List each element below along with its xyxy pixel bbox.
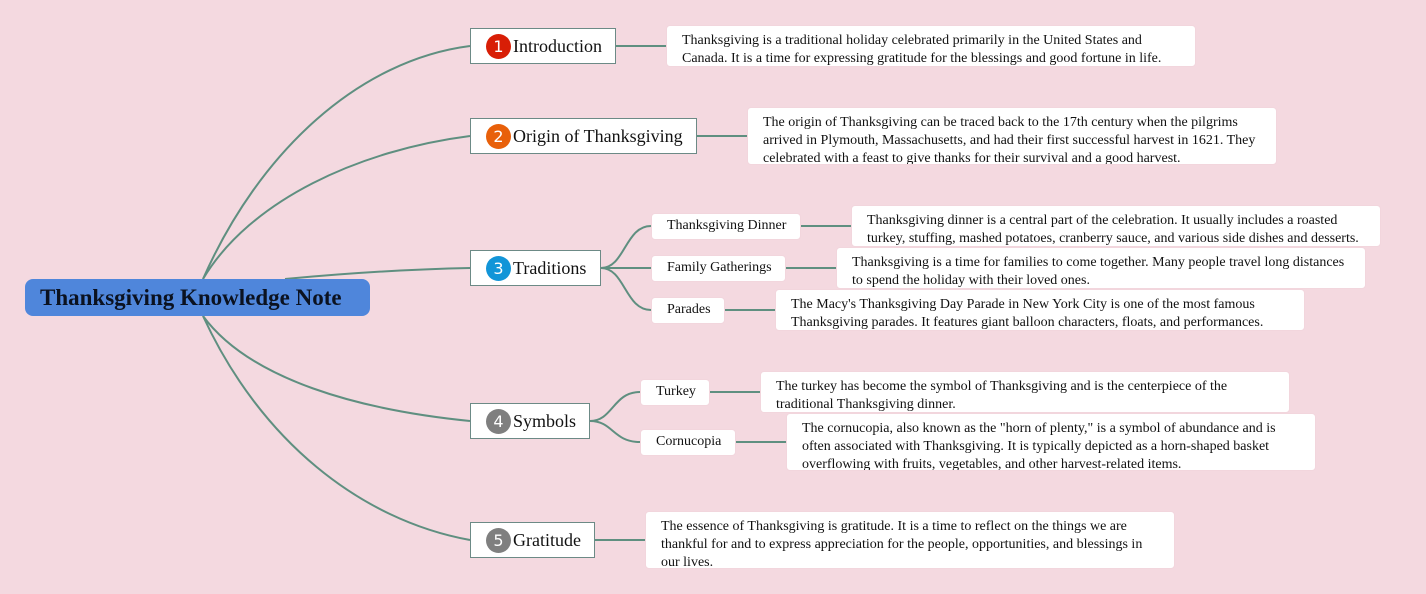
subtopic-family-gatherings[interactable]: Family Gatherings: [651, 255, 786, 282]
topic-introduction[interactable]: 1 Introduction: [470, 28, 616, 64]
note-text: Thanksgiving is a time for families to c…: [852, 255, 1345, 288]
link-symbols-turkey: [589, 391, 641, 422]
link-symbols-cornucopia: [589, 420, 641, 443]
note-text: The cornucopia, also known as the "horn …: [802, 421, 1276, 471]
note-introduction[interactable]: Thanksgiving is a traditional holiday ce…: [666, 25, 1196, 67]
note-text: Thanksgiving dinner is a central part of…: [867, 213, 1359, 246]
topic-label: Symbols: [513, 410, 577, 431]
topic-symbols[interactable]: 4 Symbols: [470, 403, 590, 439]
note-parades[interactable]: The Macy's Thanksgiving Day Parade in Ne…: [775, 289, 1305, 331]
link-root-symbols: [202, 315, 471, 422]
root-topic[interactable]: Thanksgiving Knowledge Note: [25, 279, 370, 316]
note-text: Thanksgiving is a traditional holiday ce…: [682, 33, 1162, 66]
number-4-icon: 4: [486, 408, 511, 434]
note-turkey[interactable]: The turkey has become the symbol of Than…: [760, 371, 1290, 413]
note-thanksgiving-dinner[interactable]: Thanksgiving dinner is a central part of…: [851, 205, 1381, 247]
subtopic-parades[interactable]: Parades: [651, 297, 725, 324]
number-5-icon: 5: [486, 527, 511, 553]
link-traditions-parades: [600, 267, 652, 311]
link-root-gratitude: [202, 315, 471, 541]
topic-label: Traditions: [513, 257, 587, 278]
subtopic-thanksgiving-dinner[interactable]: Thanksgiving Dinner: [651, 213, 801, 240]
topic-label: Introduction: [513, 35, 602, 56]
topic-traditions[interactable]: 3 Traditions: [470, 250, 601, 286]
number-3-icon: 3: [486, 255, 511, 281]
link-root-introduction: [202, 45, 471, 280]
note-text: The turkey has become the symbol of Than…: [776, 379, 1228, 412]
note-text: The origin of Thanksgiving can be traced…: [763, 115, 1256, 165]
note-text: The essence of Thanksgiving is gratitude…: [661, 519, 1143, 569]
topic-gratitude[interactable]: 5 Gratitude: [470, 522, 595, 558]
note-origin[interactable]: The origin of Thanksgiving can be traced…: [747, 107, 1277, 165]
topic-label: Gratitude: [513, 529, 581, 550]
note-gratitude[interactable]: The essence of Thanksgiving is gratitude…: [645, 511, 1175, 569]
link-root-origin: [202, 135, 471, 280]
number-2-icon: 2: [486, 123, 511, 149]
subtopic-turkey[interactable]: Turkey: [640, 379, 710, 406]
topic-label: Origin of Thanksgiving: [513, 125, 683, 146]
subtopic-cornucopia[interactable]: Cornucopia: [640, 429, 736, 456]
note-text: The Macy's Thanksgiving Day Parade in Ne…: [791, 297, 1264, 330]
note-cornucopia[interactable]: The cornucopia, also known as the "horn …: [786, 413, 1316, 471]
note-family-gatherings[interactable]: Thanksgiving is a time for families to c…: [836, 247, 1366, 289]
topic-origin[interactable]: 2 Origin of Thanksgiving: [470, 118, 697, 154]
link-root-traditions: [284, 267, 471, 280]
number-1-icon: 1: [486, 33, 511, 59]
link-traditions-dinner: [600, 225, 652, 269]
